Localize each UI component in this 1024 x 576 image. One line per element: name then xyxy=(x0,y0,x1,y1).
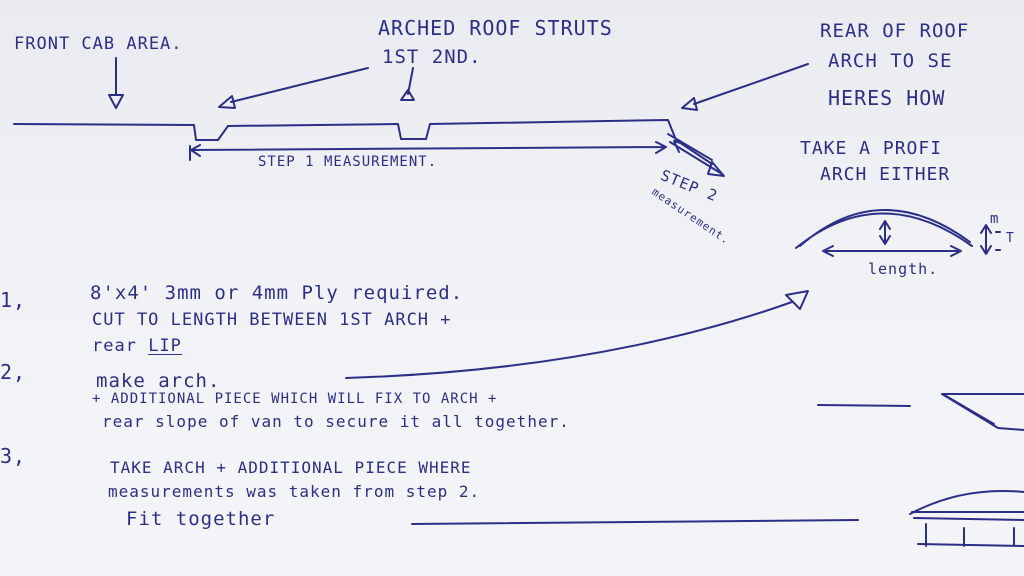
step2-line-1: make arch. xyxy=(96,370,221,392)
step1-marker: 1, xyxy=(0,288,27,312)
arch-to-label: Arch to se xyxy=(828,50,953,72)
front-cab-label: Front Cab Area. xyxy=(14,34,183,54)
step1-measure-arrow xyxy=(190,142,666,160)
assembled-arch-sketch xyxy=(910,491,1024,546)
step2-line-3: rear slope of van to secure it all toget… xyxy=(102,412,570,431)
arch-height-arrow xyxy=(880,221,890,244)
step1-line-1: 8'x4' 3mm or 4mm Ply required. xyxy=(90,282,464,304)
step2-slope-sketch xyxy=(942,394,1024,430)
step1-emphasis: LIP xyxy=(148,336,182,356)
take-profile-label: Take a Profi xyxy=(800,138,943,159)
arch-profile-curve xyxy=(796,210,972,248)
step1-measure-label: Step 1 measurement. xyxy=(258,154,438,170)
struts-order-label: 1st 2nd. xyxy=(382,46,482,68)
step1-line-3-text: rear xyxy=(92,336,149,356)
step3-marker: 3, xyxy=(0,444,27,468)
step1-to-arch-arrow xyxy=(346,291,808,378)
arch-side-arrow xyxy=(981,225,991,254)
step3-line-1: Take arch + additional piece where xyxy=(110,458,472,477)
strut-1-arrow xyxy=(219,68,368,108)
rear-roof-arrow xyxy=(682,64,808,110)
arch-side-label-t: t xyxy=(1006,231,1015,246)
arch-base-arrow xyxy=(823,246,961,256)
heres-how-label: Heres How xyxy=(828,86,946,110)
step2-marker: 2, xyxy=(0,360,27,384)
step3-line-2: measurements was taken from step 2. xyxy=(108,482,481,501)
front-cab-arrow xyxy=(109,58,123,108)
arch-side-label-m: m xyxy=(990,211,1000,227)
step3-line xyxy=(412,520,858,524)
arched-struts-label: Arched Roof Struts xyxy=(378,16,613,40)
arch-side-bracket xyxy=(996,232,1000,250)
rear-roof-label: Rear of Roof xyxy=(820,20,970,42)
step1-line-2: Cut to length between 1st arch + xyxy=(92,310,452,330)
step1-line-3: rear LIP xyxy=(92,338,182,355)
arch-either-label: Arch Either xyxy=(820,164,951,185)
rear-slope-second-line xyxy=(668,134,712,160)
roof-profile-line xyxy=(14,120,712,164)
step3-line-3: Fit together xyxy=(126,508,276,530)
arch-length-label: length. xyxy=(868,260,939,278)
step2-line-2: + Additional piece which will fix to arc… xyxy=(92,391,498,407)
step2-measure-arrow xyxy=(670,141,724,176)
step2-dash xyxy=(818,405,910,406)
strut-2-arrow xyxy=(401,68,414,100)
